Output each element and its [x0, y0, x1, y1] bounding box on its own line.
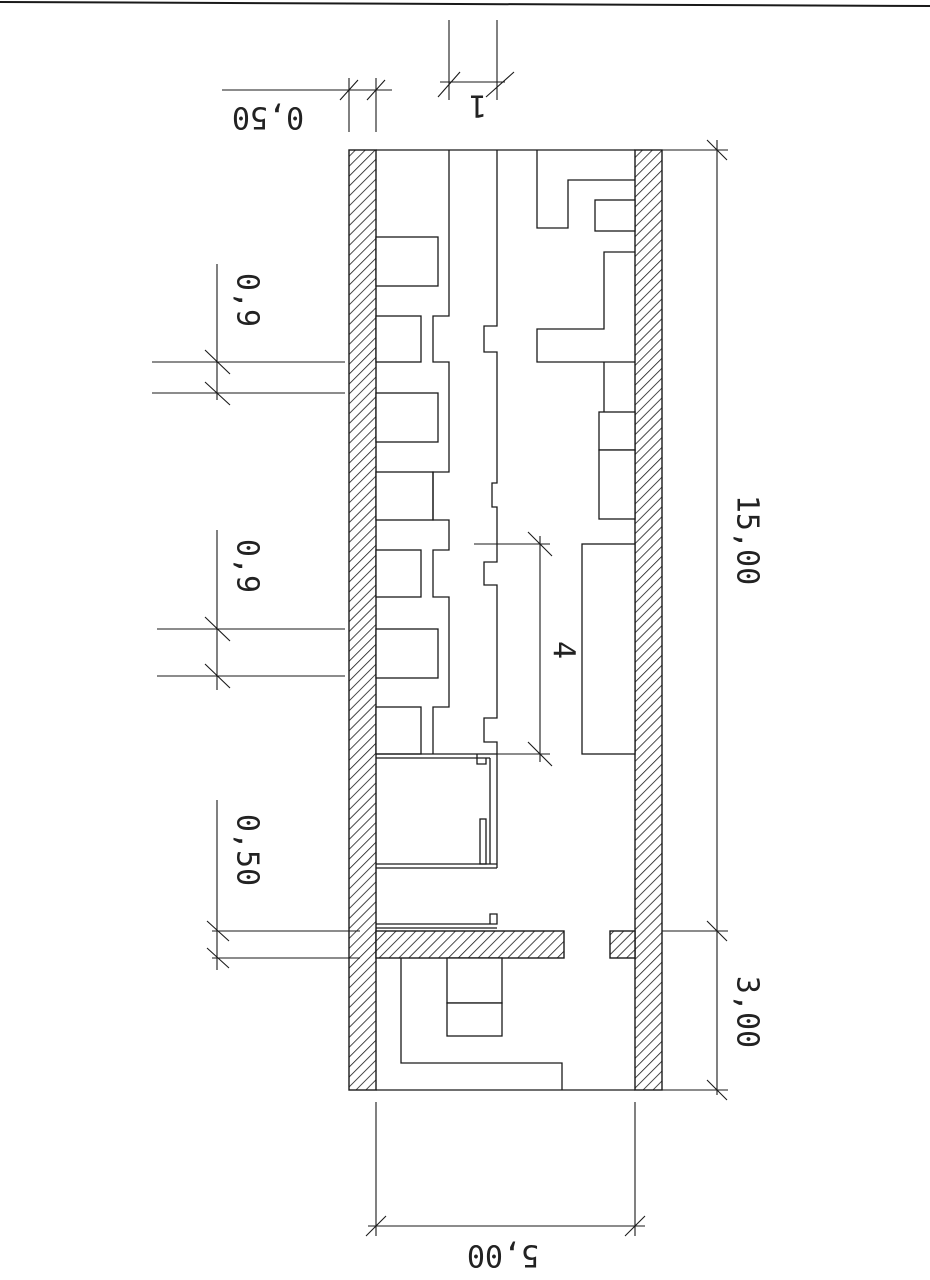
table [446, 957, 503, 1004]
bench-outline [400, 958, 563, 1090]
left-wall [348, 149, 377, 1091]
lower-compartment [400, 957, 563, 1090]
aisle-strip [432, 150, 450, 754]
cabinet [598, 411, 636, 451]
seat-unit [375, 549, 422, 598]
seat-unit [375, 392, 439, 443]
dim-tick [706, 920, 728, 942]
dim-tick [206, 920, 230, 942]
dim-tick [706, 139, 728, 161]
seat-unit [375, 236, 439, 287]
dim-tick [624, 1215, 646, 1237]
label-total-width: 5,00 [467, 1238, 539, 1273]
partition-wall [375, 930, 636, 959]
dim-tick [204, 381, 231, 406]
dim-tick [527, 741, 553, 767]
dimension-lines [152, 20, 728, 1237]
label-window-lower: 0,9 [230, 539, 265, 593]
service-hook-bottom [376, 913, 498, 925]
small-cabinet [594, 199, 636, 232]
seat-unit [375, 706, 422, 755]
dim-tick [204, 349, 231, 375]
outer-walls [348, 149, 663, 1091]
partition-left [375, 930, 565, 959]
dim-tick [485, 71, 515, 98]
label-total-length: 15,00 [730, 495, 765, 585]
aisle-strip-right [483, 150, 498, 754]
left-seat-units [375, 236, 439, 755]
dim-tick [339, 79, 359, 101]
dim-tick [437, 71, 461, 98]
service-hook-top [476, 754, 487, 765]
dim-tick [204, 616, 231, 642]
page-top-edge [0, 1, 930, 7]
dim-tick [204, 663, 231, 689]
label-window-upper: 0,9 [230, 273, 265, 327]
right-wall [634, 149, 663, 1091]
label-compartment-length: 3,00 [730, 976, 765, 1048]
cabinet [598, 449, 636, 520]
label-seat-module: 4 [546, 641, 581, 659]
label-wall-top: 0,50 [232, 100, 304, 135]
dimension-labels: 0,50 1 0,9 0,9 0,50 4 15,00 3,00 5,00 [230, 88, 765, 1273]
dim-tick [366, 79, 386, 101]
l-shaped-unit [536, 251, 635, 363]
seat-unit [375, 628, 439, 679]
long-counter [581, 543, 636, 755]
dim-tick [206, 947, 230, 969]
label-partition-thickness: 0,50 [230, 814, 265, 886]
right-furniture [536, 150, 636, 755]
dim-tick [365, 1215, 387, 1237]
seat-unit [375, 471, 434, 521]
corner-unit [536, 150, 635, 229]
seat-unit [375, 315, 422, 363]
shelf-slot [479, 818, 487, 865]
table [446, 1002, 503, 1037]
label-opening-top: 1 [469, 88, 487, 123]
partition-right [609, 930, 636, 959]
dim-tick [706, 1079, 728, 1101]
service-area [376, 753, 498, 929]
dim-tick [527, 531, 553, 557]
